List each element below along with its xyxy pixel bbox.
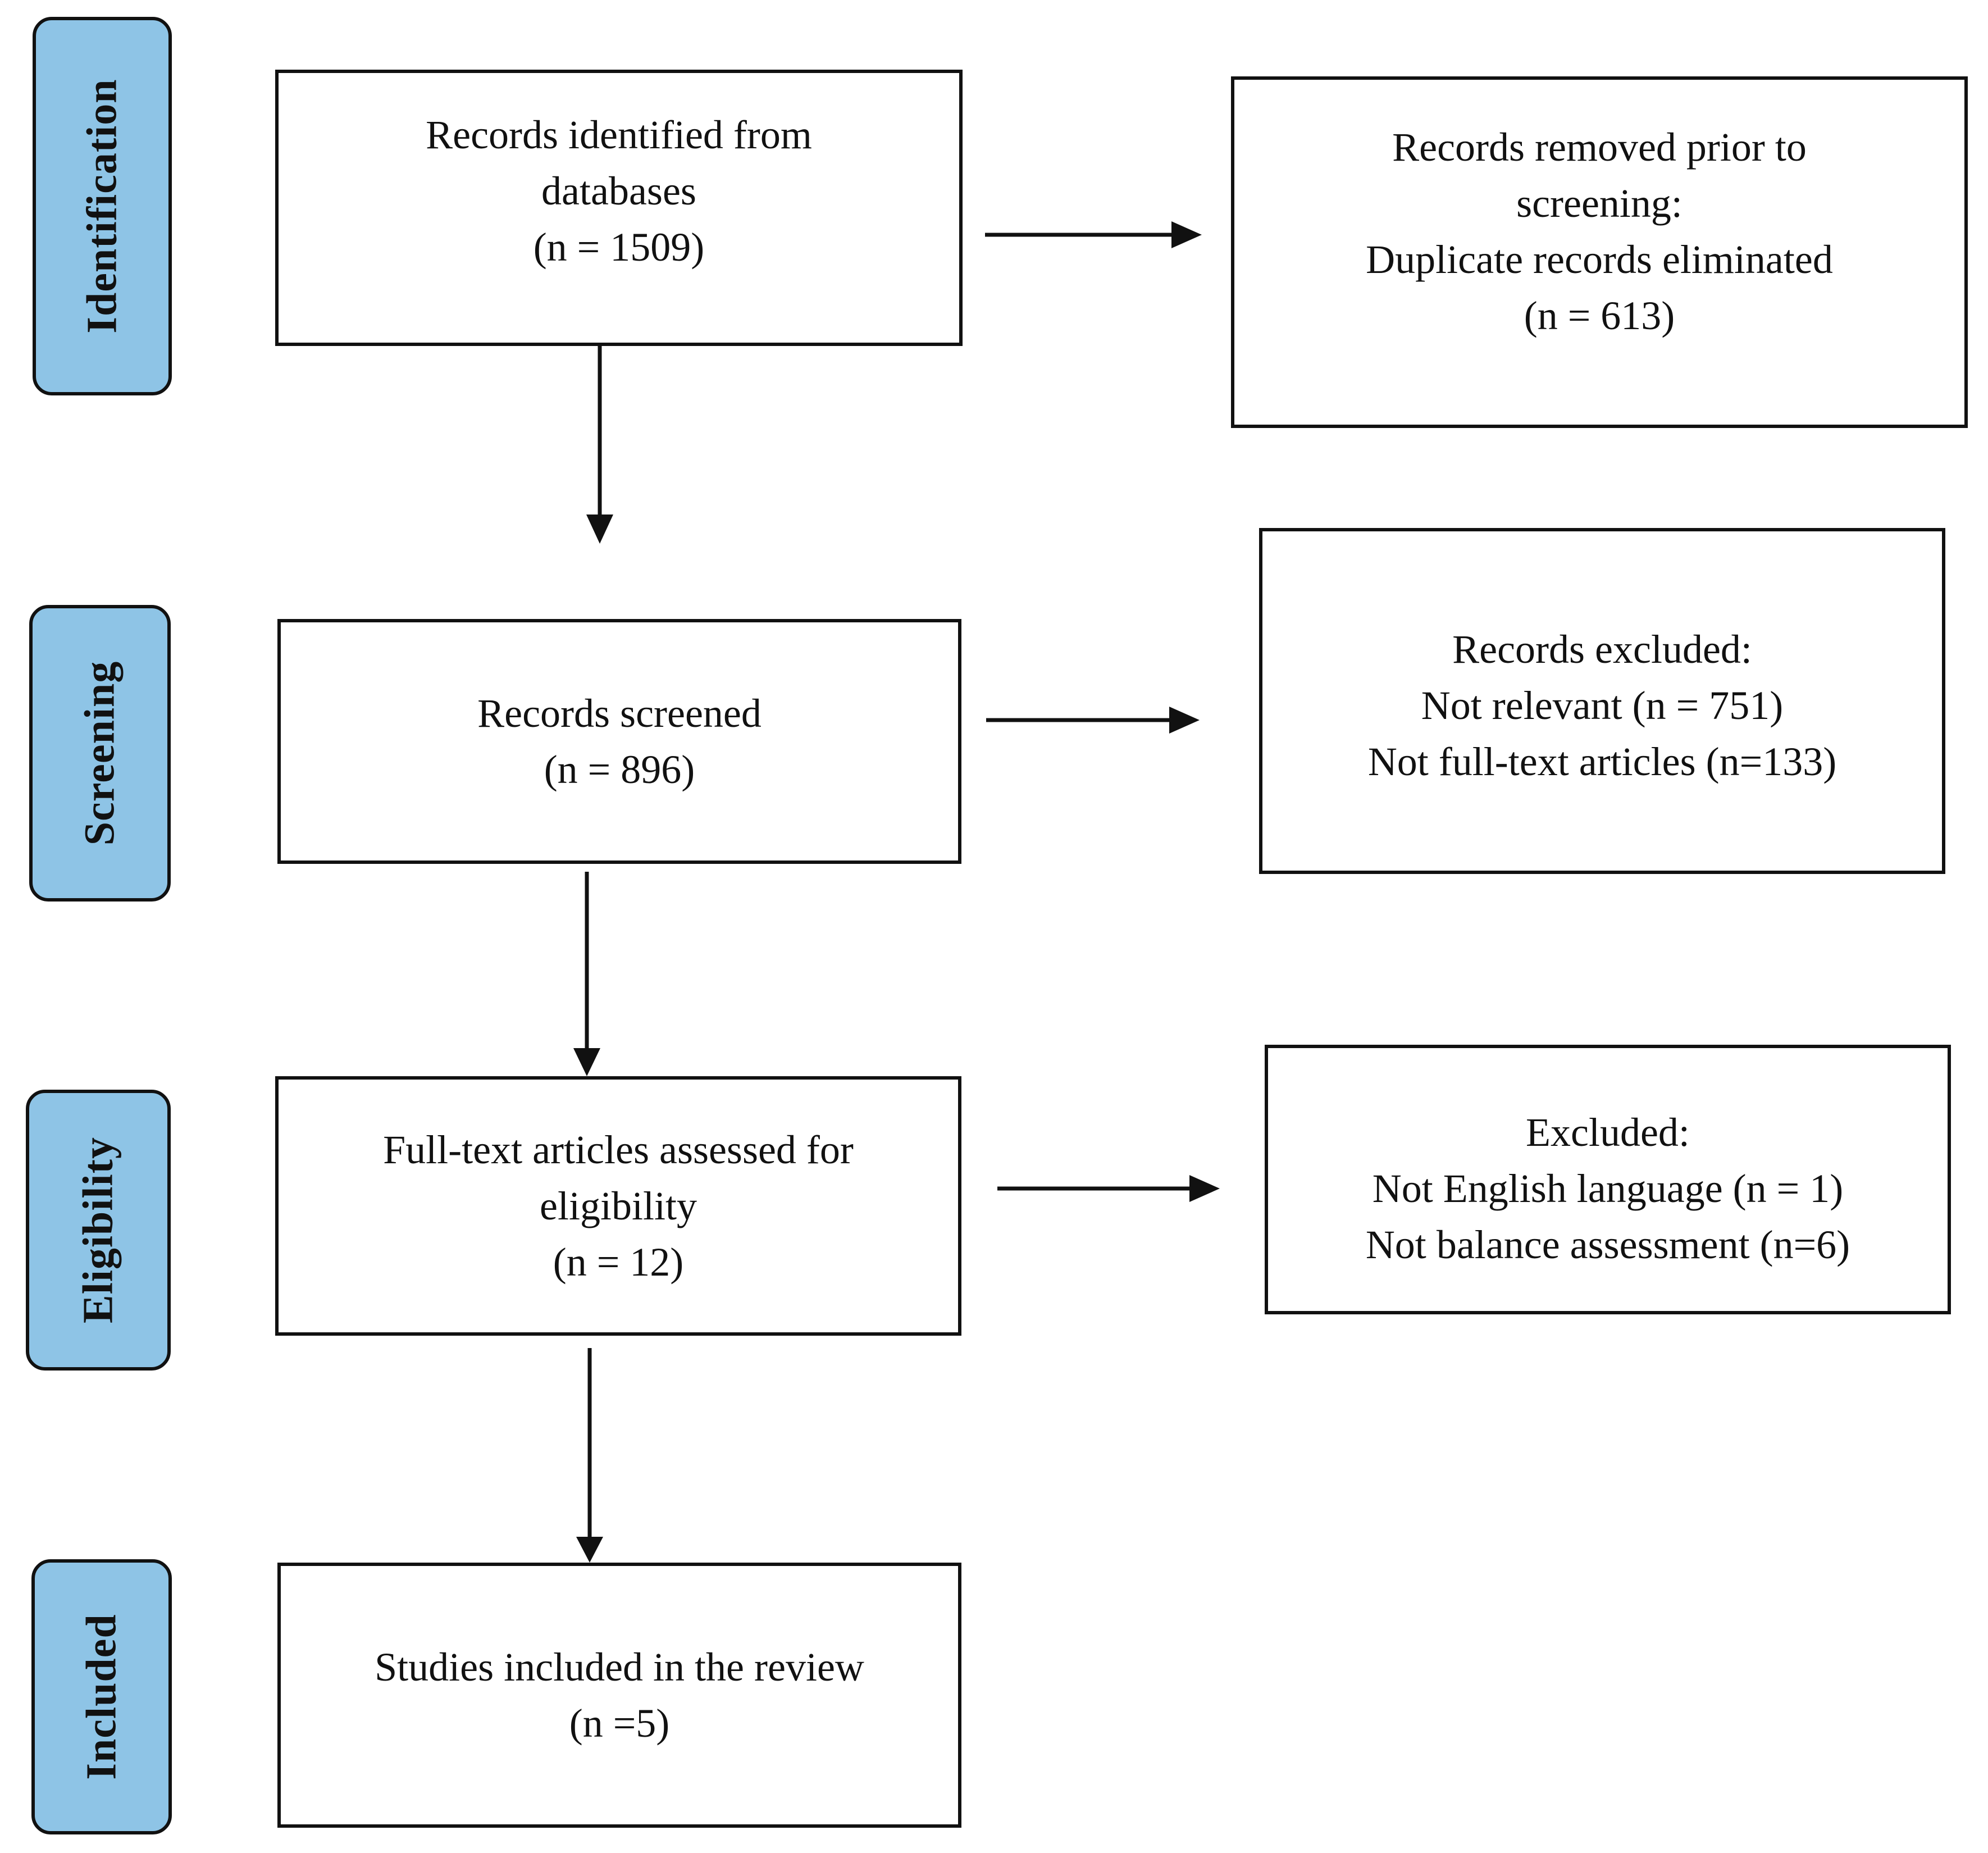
phase-eligibility: Eligibility xyxy=(26,1090,171,1371)
records-identified-line1: Records identified from xyxy=(426,112,812,157)
records-identified-count: (n = 1509) xyxy=(533,225,705,270)
records-removed-count: (n = 613) xyxy=(1524,293,1675,338)
records-excluded-line2: Not relevant (n = 751) xyxy=(1421,683,1784,728)
records-screened-line1: Records screened xyxy=(477,691,762,736)
records-excluded-box: Records excluded: Not relevant (n = 751)… xyxy=(1259,528,1945,874)
records-removed-box: Records removed prior to screening: Dupl… xyxy=(1231,76,1968,428)
full-text-assessed-line1: Full-text articles assessed for xyxy=(383,1127,854,1172)
phase-identification-label: Identification xyxy=(78,79,126,334)
phase-identification: Identification xyxy=(33,17,172,395)
records-removed-line2: screening: xyxy=(1516,181,1682,226)
arrowhead-screened-to-excluded xyxy=(1169,707,1200,734)
records-identified-line2: databases xyxy=(541,169,696,213)
records-removed-line3: Duplicate records eliminated xyxy=(1366,237,1833,282)
phase-screening-label: Screening xyxy=(76,661,124,846)
arrowhead-assessed-to-excluded xyxy=(1189,1175,1220,1202)
records-screened-box: Records screened (n = 896) xyxy=(277,619,961,864)
records-removed-line1: Records removed prior to xyxy=(1392,125,1807,170)
records-screened-count: (n = 896) xyxy=(544,747,695,792)
studies-included-count: (n =5) xyxy=(569,1701,670,1746)
arrowhead-identified-to-removed xyxy=(1171,221,1202,248)
full-text-assessed-count: (n = 12) xyxy=(553,1240,684,1285)
full-text-assessed-box: Full-text articles assessed for eligibil… xyxy=(275,1076,961,1336)
eligibility-excluded-box: Excluded: Not English language (n = 1) N… xyxy=(1265,1045,1951,1314)
arrowhead-assessed-to-included xyxy=(576,1537,603,1563)
phase-included: Included xyxy=(31,1559,172,1834)
arrowhead-screened-to-assessed xyxy=(573,1048,600,1076)
eligibility-excluded-line3: Not balance assessment (n=6) xyxy=(1365,1222,1850,1267)
studies-included-box: Studies included in the review (n =5) xyxy=(277,1563,961,1828)
phase-eligibility-label: Eligibility xyxy=(74,1137,122,1323)
eligibility-excluded-line2: Not English language (n = 1) xyxy=(1372,1166,1844,1211)
eligibility-excluded-line1: Excluded: xyxy=(1526,1110,1690,1155)
records-excluded-line3: Not full-text articles (n=133) xyxy=(1367,739,1837,784)
arrowhead-identified-to-screened xyxy=(586,515,613,544)
records-identified-box: Records identified from databases (n = 1… xyxy=(275,70,963,346)
phase-screening: Screening xyxy=(29,605,171,902)
studies-included-line1: Studies included in the review xyxy=(375,1645,864,1690)
phase-included-label: Included xyxy=(77,1614,125,1780)
records-excluded-line1: Records excluded: xyxy=(1452,627,1752,672)
full-text-assessed-line2: eligibility xyxy=(540,1183,697,1228)
